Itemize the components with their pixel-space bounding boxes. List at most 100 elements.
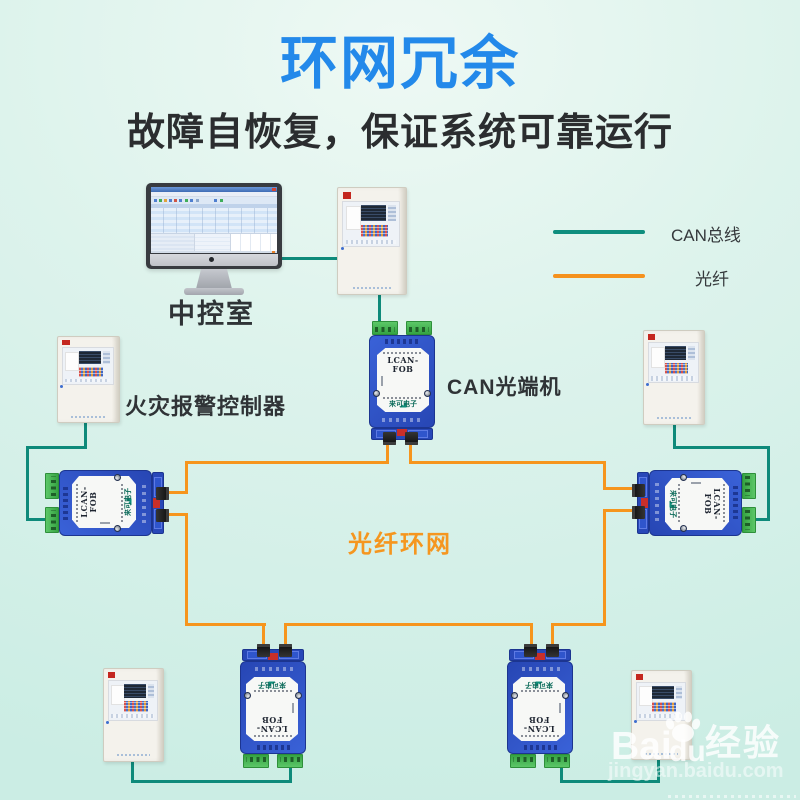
screw-icon <box>114 474 121 481</box>
software-panel-table <box>231 234 277 251</box>
panel-nameplate <box>71 415 106 418</box>
fiber-left-upper-in <box>167 491 188 494</box>
fiber-top-right-run <box>409 461 606 464</box>
label-fine-print <box>678 484 680 524</box>
label-fine-print <box>76 482 78 522</box>
fiber-bottom-mid-run <box>284 623 533 626</box>
screw-icon <box>511 692 518 699</box>
panel-logo <box>62 339 70 346</box>
fiber-right-down <box>603 509 606 626</box>
panel-logo <box>342 191 351 199</box>
panel-indicator-dot <box>340 247 344 251</box>
screw-icon <box>680 525 687 532</box>
fiber-bl-left-drop <box>262 623 265 646</box>
fiber-connector <box>279 644 292 657</box>
monitor-power-dot <box>209 257 214 262</box>
software-toolbar <box>151 197 277 204</box>
can-fiber-converter-bottom-left: LCAN-FOB 来可电子 <box>239 644 307 768</box>
fire-alarm-panel-bottom-left <box>103 668 164 762</box>
panel-switch-row <box>651 376 696 381</box>
toolbar-icons <box>154 199 157 202</box>
legend-fiber-label: 光纤 <box>695 270 729 289</box>
software-panel-list <box>194 234 232 251</box>
can-fiber-converter-bottom-right: LCAN-FOB 来可电子 <box>506 644 574 768</box>
fiber-ring-label: 光纤环网 <box>348 531 452 558</box>
panel-indicator-dot <box>106 720 110 724</box>
panel-nameplate <box>657 417 691 420</box>
panel-logo <box>108 672 116 679</box>
converter-label: LCAN-FOB 来可电子 <box>72 476 136 528</box>
panel-card <box>345 206 362 230</box>
panel-control-area <box>647 342 699 384</box>
label-fine-print <box>723 484 725 524</box>
port-markings <box>142 481 146 523</box>
model-text: LCAN-FOB <box>523 715 555 734</box>
can-fiber-converter-right: LCAN-FOB 来可电子 <box>632 469 756 537</box>
fire-alarm-panel-left <box>57 336 120 423</box>
panel-led-block <box>103 351 111 364</box>
screw-icon <box>373 390 380 397</box>
panel-display <box>79 351 102 364</box>
terminal-block <box>544 754 570 768</box>
converter-label: LCAN-FOB 来可电子 <box>246 677 298 741</box>
panel-nameplate <box>116 754 150 757</box>
fiber-right-lower-in <box>603 509 634 512</box>
panel-switch-row <box>110 713 155 719</box>
control-room-label: 中控室 <box>168 299 255 329</box>
fiber-connector <box>524 644 537 657</box>
screw-icon <box>295 692 302 699</box>
paw-icon <box>665 711 701 742</box>
watermark-url: jingyan.baidu.com <box>608 760 784 782</box>
panel-indicator-dot <box>634 720 638 724</box>
can-wire-right-3 <box>767 446 770 521</box>
software-status-bar <box>151 251 277 253</box>
screw-icon <box>114 525 121 532</box>
fiber-bottom-right-run <box>551 623 606 626</box>
can-wire-bl-1 <box>131 758 134 783</box>
control-room-workstation <box>146 183 282 299</box>
panel-card <box>651 347 665 368</box>
brand-text: 来可电子 <box>258 681 286 689</box>
converter-body: LCAN-FOB 来可电子 <box>369 335 435 428</box>
can-wire-toppanel-converter <box>378 292 381 328</box>
fiber-br-right-rise <box>551 623 554 646</box>
panel-led-block <box>688 346 696 361</box>
can-wire-left-3 <box>26 446 29 521</box>
legend-can-bus-line <box>553 230 645 234</box>
monitor-screen-software <box>151 187 277 253</box>
panel-led-block <box>675 685 683 699</box>
fiber-connector <box>632 506 645 519</box>
model-text: LCAN-FOB <box>703 488 722 520</box>
fiber-connector <box>632 484 645 497</box>
monitor-stand-neck <box>196 269 232 289</box>
monitor-stand-base <box>184 288 244 295</box>
panel-indicator-dot <box>60 384 64 388</box>
can-fiber-converter-top: LCAN-FOB 来可电子 <box>368 321 436 445</box>
panel-nameplate <box>644 752 678 755</box>
panel-card <box>65 351 80 371</box>
fiber-top-right-drop <box>409 442 412 464</box>
vent-slots <box>63 484 68 520</box>
can-optical-transceiver-label: CAN光端机 <box>447 376 562 399</box>
converter-label: LCAN-FOB 来可电子 <box>665 478 729 530</box>
model-text: LCAN-FOB <box>256 715 288 734</box>
screw-icon <box>562 692 569 699</box>
software-lower-panels <box>151 233 277 251</box>
panel-indicator-dot <box>646 383 650 387</box>
screw-icon <box>680 474 687 481</box>
red-connector-base <box>397 429 407 436</box>
can-wire-right-1 <box>673 423 676 449</box>
software-table-header <box>151 204 277 208</box>
fiber-connector <box>156 509 169 522</box>
alert-icon <box>272 251 275 253</box>
screw-icon <box>424 390 431 397</box>
fiber-connector <box>257 644 270 657</box>
software-title-bar <box>151 187 277 192</box>
fire-alarm-panel-top <box>337 187 407 295</box>
watermark-jingyan: 经验 <box>705 722 782 763</box>
can-wire-br-1 <box>560 758 563 783</box>
vent-slots <box>254 745 290 750</box>
port-markings <box>382 418 424 422</box>
brand-text: 来可电子 <box>389 400 417 408</box>
